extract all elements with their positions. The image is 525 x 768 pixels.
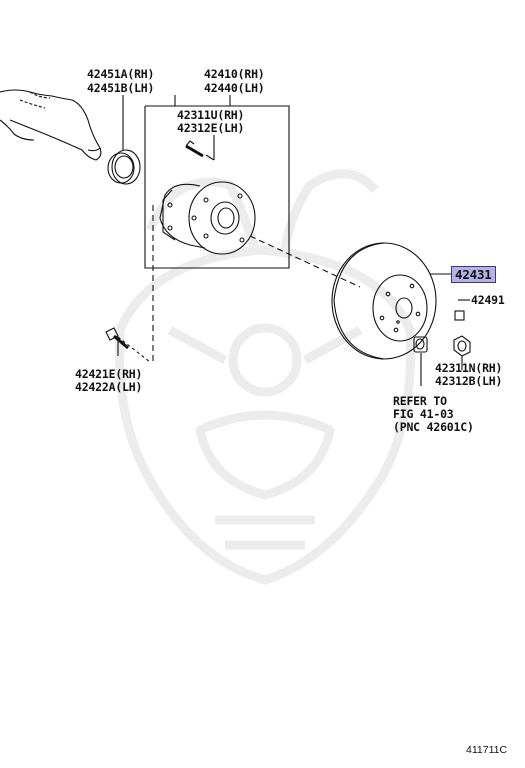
label-refer-line1: REFER TO [393,394,447,408]
brake-disc [331,242,452,360]
hub-flange [159,181,256,255]
label-hub-nut-rh: 42311N(RH) [435,361,503,375]
label-bearing-seal-lh: 42451B(LH) [87,81,155,95]
plug-screw [454,299,470,321]
mount-bolt [105,327,129,356]
label-hub-nut-lh: 42312B(LH) [435,374,503,388]
label-refer-line2: FIG 41-03 [393,407,454,421]
watermark-emblem [114,169,416,585]
label-mount-bolt-lh: 42422A(LH) [75,380,143,394]
hub-nut [453,335,471,370]
label-hub-bolt-lh: 42312E(LH) [177,121,245,135]
label-hub-lh: 42440(LH) [204,81,265,95]
figure-code: 411711C [466,744,508,756]
label-hub-rh: 42410(RH) [204,67,265,81]
label-refer-line3: (PNC 42601C) [393,420,474,434]
hand-sketch [0,89,102,161]
label-bearing-seal-rh: 42451A(RH) [87,67,155,81]
label-hub-bolt-rh: 42311U(RH) [177,108,245,122]
axis-lines [117,205,361,363]
label-mount-bolt-rh: 42421E(RH) [75,367,143,381]
label-disc-highlighted[interactable]: 42431 [451,266,496,283]
label-plug: 42491 [471,293,505,307]
hub-bolt [185,135,215,161]
refer-nut [413,336,428,386]
hub-assembly-box [144,95,290,269]
bearing-seal-ring [107,95,141,185]
